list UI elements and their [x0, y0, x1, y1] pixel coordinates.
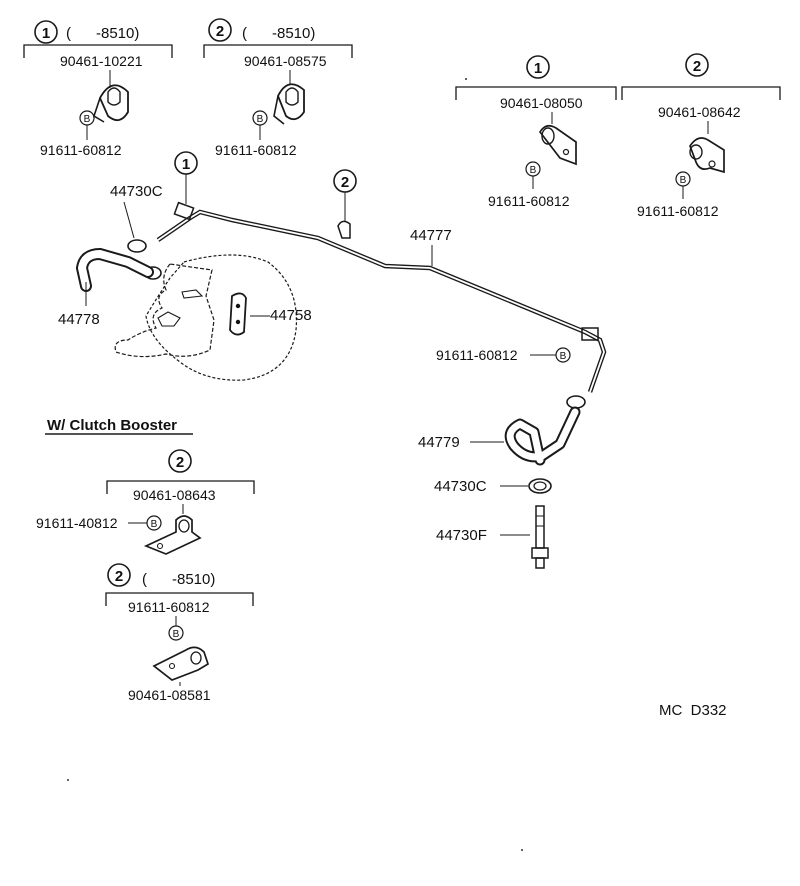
- hose-label: 44778: [58, 311, 100, 328]
- bracket: [203, 44, 353, 58]
- group-1: 1 ( -8510) 90461-10221 B 91611-60812: [23, 20, 173, 158]
- clutch-booster-section: W/ Clutch Booster 2 90461-08643 91611-40…: [36, 417, 255, 703]
- gasket-plate: [229, 292, 247, 336]
- bracket: [455, 86, 617, 100]
- clamp-icon: [93, 84, 129, 123]
- range-label: ( -8510): [242, 25, 315, 42]
- check-valve-icon: [531, 505, 549, 569]
- main-assembly: 1 2 44777 44730C 44778 44758: [58, 151, 607, 569]
- part-number: 90461-10221: [60, 53, 143, 69]
- bolt-number: 91611-40812: [36, 515, 118, 531]
- gasket-hole: [235, 303, 241, 309]
- part-number: 90461-08643: [133, 487, 216, 503]
- check-valve-label: 44730F: [436, 527, 487, 544]
- circle-label: 1: [534, 60, 542, 77]
- bolt-mark-circle: [146, 515, 162, 531]
- clamp-icon: [173, 201, 195, 221]
- circled-number: [107, 563, 131, 587]
- part-number: 90461-08581: [128, 687, 211, 703]
- bolt-mark-circle: [555, 347, 571, 363]
- bolt-number: 91611-60812: [128, 599, 210, 615]
- range-label: ( -8510): [142, 571, 215, 588]
- group-3: 1 90461-08050 B 91611-60812: [455, 55, 617, 209]
- part-number: 90461-08642: [658, 104, 741, 120]
- clamp-icon: [581, 327, 599, 341]
- bracket: [621, 86, 781, 100]
- circle-label: 2: [216, 23, 224, 40]
- part-number: 90461-08575: [244, 53, 327, 69]
- circled-number: [208, 18, 232, 42]
- bolt-mark: B: [84, 114, 91, 125]
- range-label: ( -8510): [66, 25, 139, 42]
- leader-line: [123, 201, 135, 239]
- vacuum-tube: [156, 209, 607, 393]
- bracket: [105, 592, 254, 606]
- clamp-icon: [538, 124, 577, 166]
- circle-label: 1: [182, 156, 190, 173]
- booster-label: 44758: [270, 307, 312, 324]
- part-number: 90461-08050: [500, 95, 583, 111]
- bolt-number: 91611-60812: [40, 142, 122, 158]
- group-2: 2 ( -8510) 90461-08575 B 91611-60812: [203, 18, 353, 158]
- bolt-mark: B: [173, 629, 180, 640]
- circled-number: [685, 53, 709, 77]
- bolt-number: 91611-60812: [637, 203, 719, 219]
- hose-clamp-icon: [528, 478, 552, 494]
- circle-label: 2: [693, 58, 701, 75]
- booster-detail: [157, 311, 181, 327]
- clamp2-label: 44730C: [434, 478, 487, 495]
- tube-label: 44777: [410, 227, 452, 244]
- bolt-mark: B: [680, 175, 687, 186]
- bracket: [106, 480, 255, 494]
- speck: [465, 78, 467, 80]
- brake-booster: [145, 254, 298, 381]
- circle-label: 2: [176, 454, 184, 471]
- booster-detail: [181, 289, 204, 299]
- hose-clamp-icon: [566, 395, 586, 409]
- speck: [521, 849, 523, 851]
- circled-number: [34, 20, 58, 44]
- vacuum-tube-inner: [157, 211, 605, 393]
- circle-label: 2: [115, 568, 123, 585]
- gasket-hole: [235, 319, 241, 325]
- clamp-icon: [689, 137, 725, 174]
- bolt-mark-circle: [168, 625, 184, 641]
- booster-bracket: [114, 263, 215, 358]
- clamp-icon: [273, 83, 305, 125]
- circled-number: [526, 55, 550, 79]
- group-4: 2 90461-08642 B 91611-60812: [621, 53, 781, 219]
- circle-label: 1: [42, 25, 50, 42]
- hose-clamp-icon: [127, 239, 147, 253]
- bolt-number: 91611-60812: [215, 142, 297, 158]
- bolt-number: 91611-60812: [488, 193, 570, 209]
- hose-clamp-icon: [533, 481, 547, 491]
- circled-number: [168, 449, 192, 473]
- section-title: W/ Clutch Booster: [47, 417, 177, 434]
- hose2-label: 44779: [418, 434, 460, 451]
- bolt-mark: B: [560, 351, 567, 362]
- clamp-icon: [143, 515, 202, 555]
- bolt-mark: B: [257, 114, 264, 125]
- hose-clamp-label: 44730C: [110, 183, 163, 200]
- vacuum-hose-2-inner: [506, 408, 579, 464]
- diagram-code: MC D332: [659, 702, 727, 719]
- vacuum-hose-inner: [77, 249, 152, 290]
- speck: [67, 779, 69, 781]
- bracket: [23, 44, 173, 58]
- clamp-icon: [152, 646, 210, 681]
- bolt-label: 91611-60812: [436, 347, 518, 363]
- clamp-icon: [337, 220, 351, 239]
- circle-label: 2: [341, 174, 349, 191]
- bolt-mark: B: [530, 165, 537, 176]
- bolt-mark: B: [151, 519, 158, 530]
